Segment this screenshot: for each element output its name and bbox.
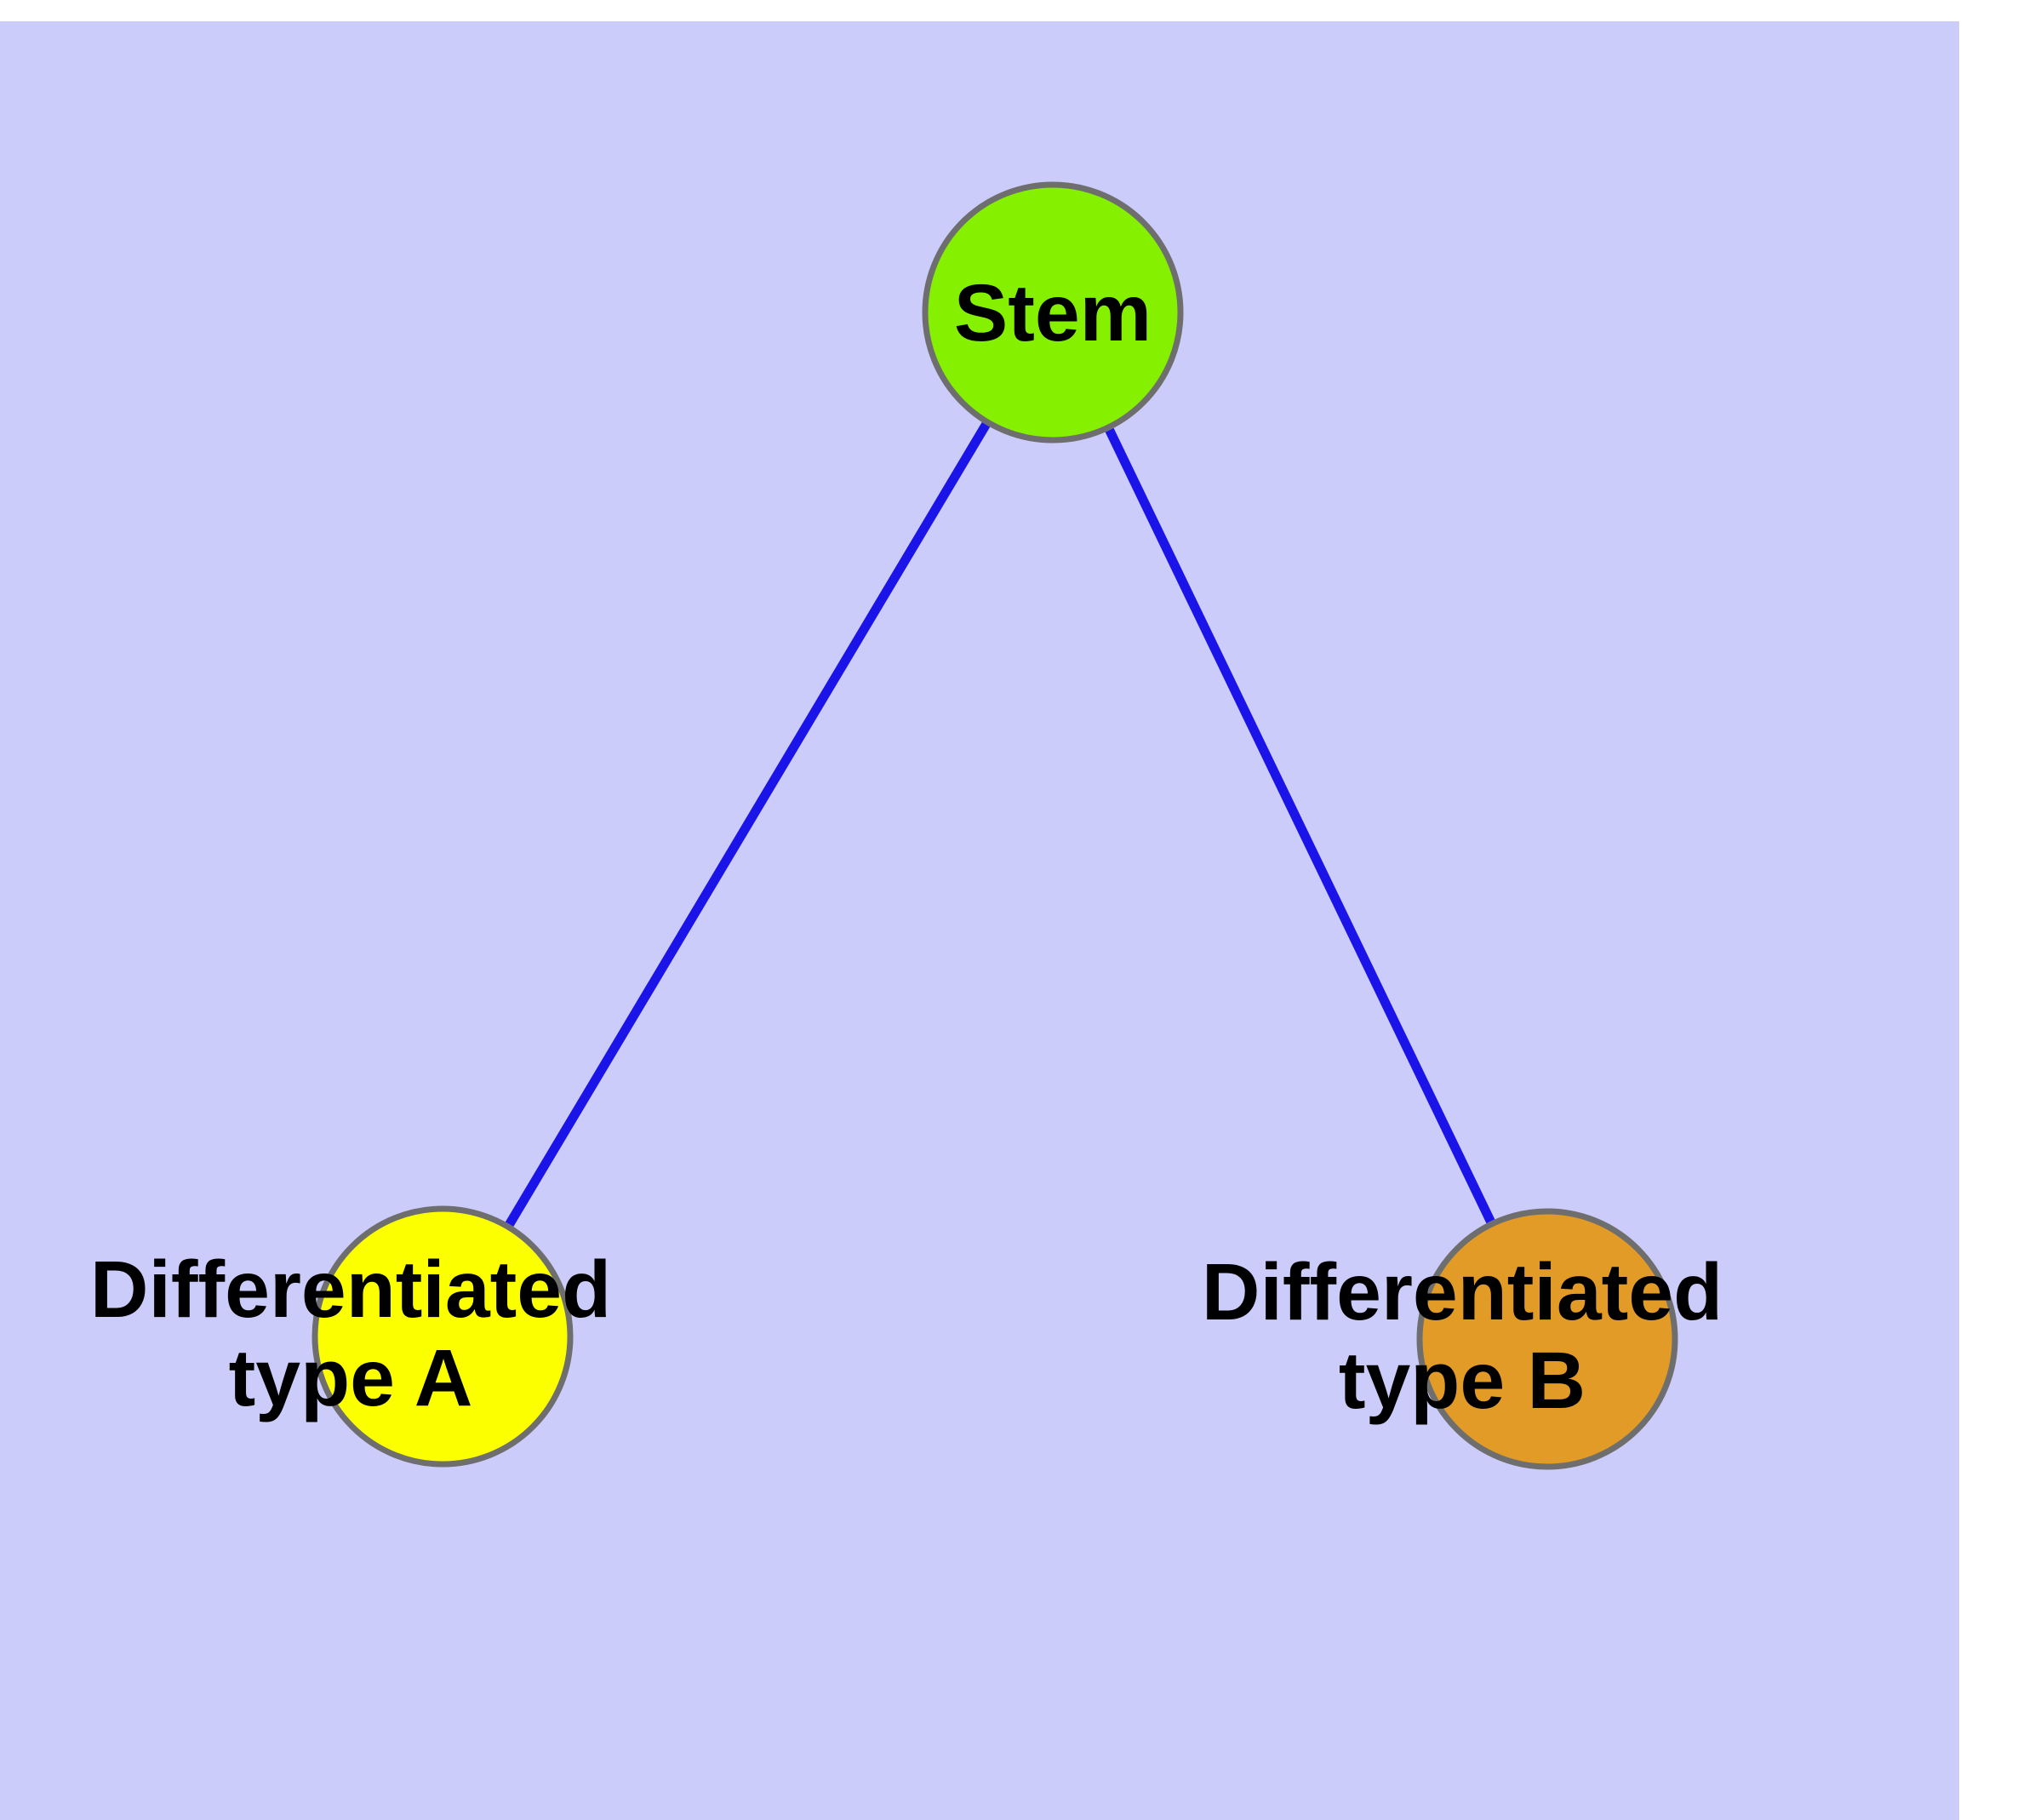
node-label-line: Stem — [954, 268, 1152, 358]
node-diff-b-circle[interactable] — [1416, 1208, 1678, 1470]
node-label-line: type A — [229, 1333, 473, 1423]
node-diff-a[interactable] — [311, 1205, 574, 1468]
edge-stem-to-diff-a[interactable] — [438, 310, 1057, 1339]
node-stem[interactable] — [922, 181, 1184, 444]
node-diff-a-circle[interactable] — [311, 1205, 574, 1468]
node-label-line: Differentiated — [90, 1245, 611, 1335]
node-stem-label: Stem — [954, 268, 1152, 358]
edge-stem-to-diff-b[interactable] — [1049, 310, 1552, 1342]
edges-layer — [438, 310, 1552, 1342]
node-label-line: Differentiated — [1202, 1247, 1723, 1337]
node-label-line: type B — [1339, 1336, 1586, 1426]
node-stem-circle[interactable] — [922, 181, 1184, 444]
node-diff-b[interactable] — [1416, 1208, 1678, 1470]
